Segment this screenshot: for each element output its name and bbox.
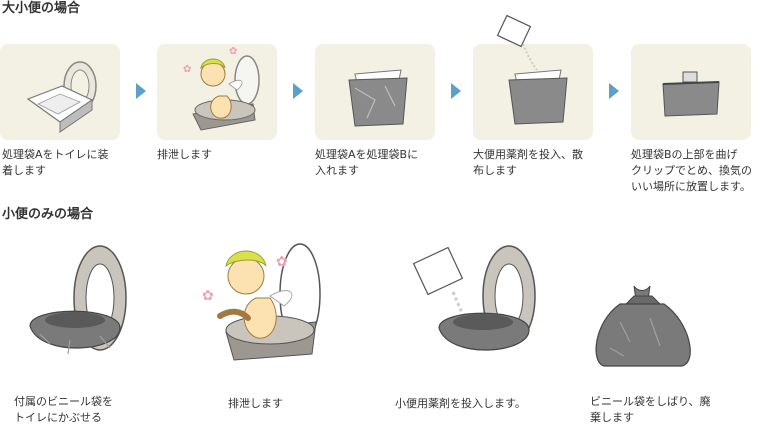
next-arrow-icon [293, 83, 303, 99]
sprinkle-agent-illustration [496, 14, 568, 125]
svg-text:✿: ✿ [229, 46, 237, 57]
section-title-stool: 大小便の場合 [2, 1, 81, 16]
step-card-2: ✿ ✿ [157, 44, 277, 140]
svg-text:✿: ✿ [276, 254, 288, 270]
cupid-urinating-illustration: ✿ ✿ [202, 243, 321, 361]
svg-text:✿: ✿ [202, 288, 214, 304]
urine-step-caption-2: 排泄します [228, 397, 283, 410]
svg-text:✿: ✿ [183, 64, 191, 75]
step-card-5 [631, 44, 751, 140]
urine-step-caption-3: 小便用薬剤を投入します。 [395, 397, 526, 410]
cupid-excreting-illustration: ✿ ✿ [183, 46, 260, 131]
urine-step-caption-4: ビニール袋をしばり、廃 棄します [590, 395, 711, 424]
step-caption-2: 排泄します [157, 148, 212, 161]
step-caption-5: 処理袋Bの上部を曲げ クリップでとめ、換気の いい場所に放置します。 [631, 148, 752, 193]
pour-urine-agent-illustration [412, 245, 536, 351]
next-arrow-icon [136, 83, 146, 99]
step-caption-4: 大便用薬剤を投入、散 布します [473, 148, 583, 177]
tied-plastic-bag-illustration [595, 285, 691, 367]
urine-step-caption-1: 付属のビニール袋を トイレにかぶせる [14, 395, 113, 424]
next-arrow-icon [451, 83, 461, 99]
step-caption-1: 処理袋Aをトイレに装 着します [2, 148, 109, 177]
toilet-with-bag-a-illustration [26, 61, 97, 133]
bag-a-into-bag-b-illustration [348, 69, 408, 127]
step-caption-3: 処理袋Aを処理袋Bに 入れます [315, 148, 419, 177]
next-arrow-icon [609, 83, 619, 99]
section-title-urine: 小便のみの場合 [2, 207, 94, 222]
toilet-with-plastic-bag-illustration [29, 245, 127, 355]
clipped-bag-illustration [662, 71, 720, 117]
step-card-4 [473, 14, 593, 140]
step-card-3 [315, 44, 435, 140]
step-card-1 [0, 44, 120, 140]
